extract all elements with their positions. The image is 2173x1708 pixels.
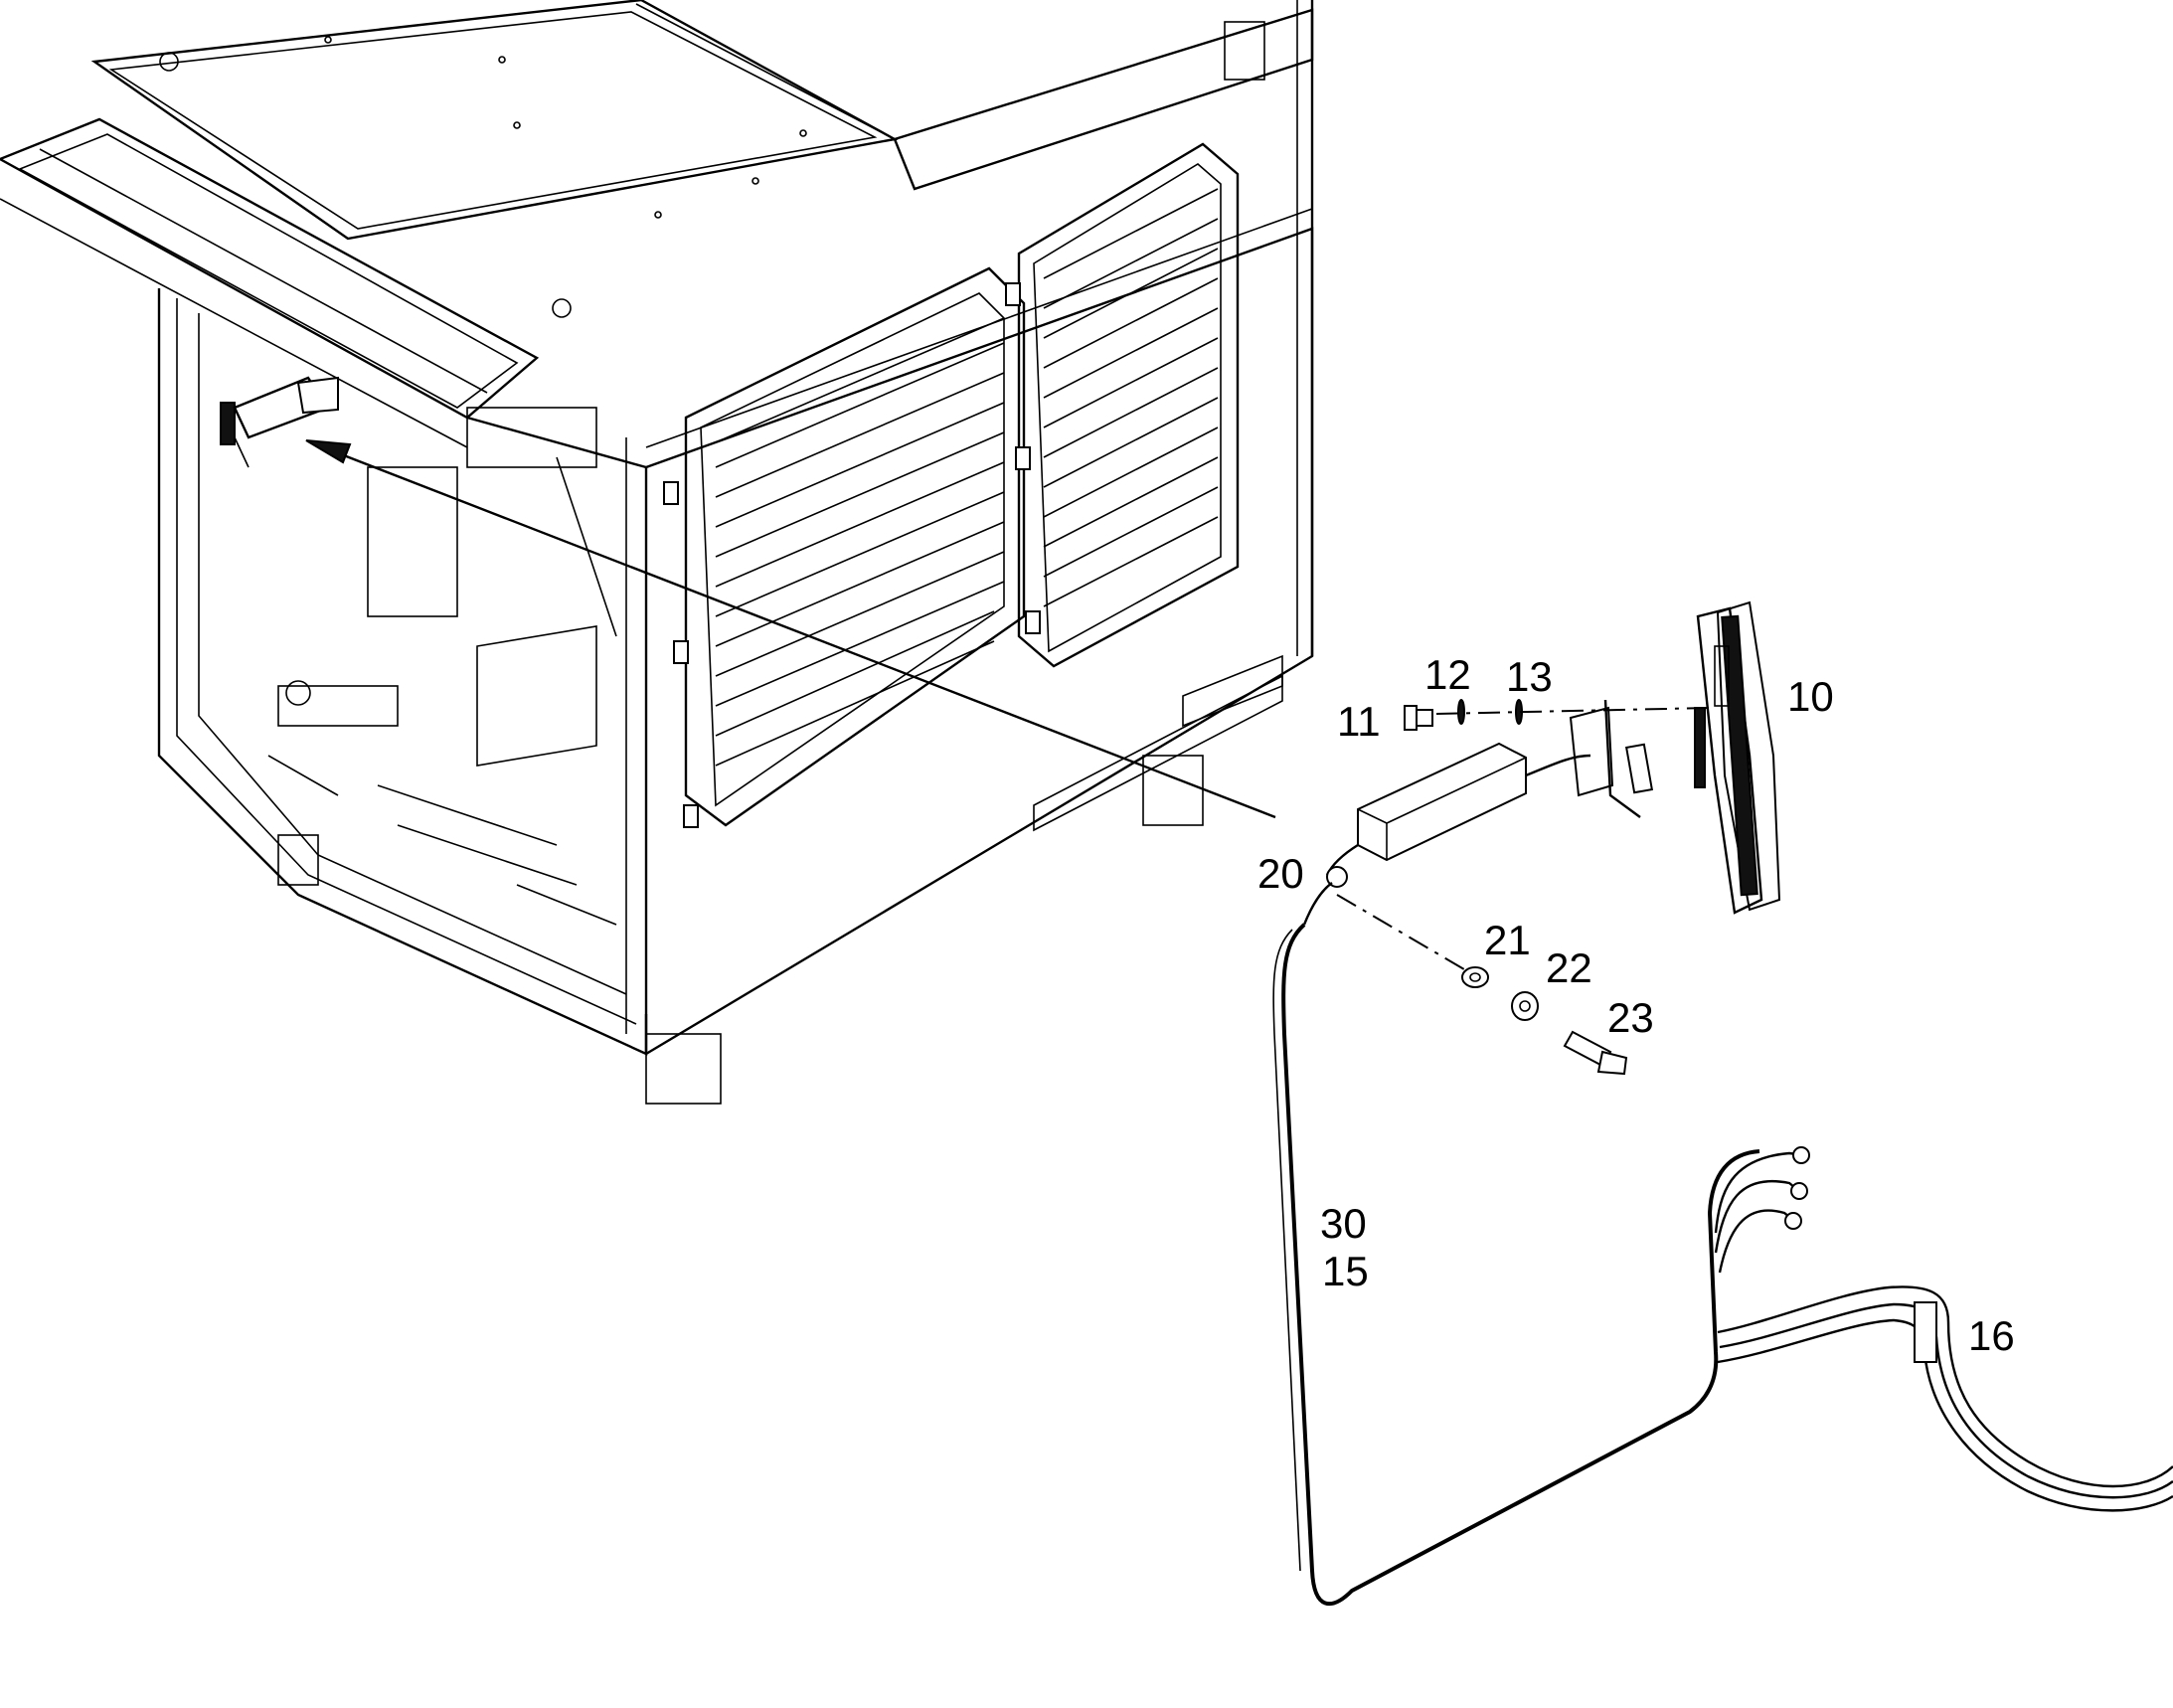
assembly-axis-bottom [1336, 894, 1482, 980]
callout-11: 11 [1337, 698, 1381, 745]
callout-30: 30 [1320, 1200, 1367, 1247]
location-arrow [305, 439, 1276, 819]
cable-harness [1272, 923, 2173, 1607]
callout-13: 13 [1506, 653, 1553, 700]
washer-21 [1461, 966, 1489, 988]
door-hinges [663, 282, 1041, 828]
washer-22 [1511, 991, 1539, 1021]
assembly-axis-top [1435, 707, 1711, 715]
callout-15: 15 [1322, 1248, 1369, 1294]
display-unit [1694, 600, 1781, 915]
cab-enclosure [0, 0, 1314, 1105]
cab-interior [267, 407, 617, 926]
mounting-bracket [1569, 699, 1654, 818]
bolt-23 [1563, 1030, 1628, 1076]
callout-16: 16 [1968, 1312, 2015, 1359]
washer-12 [1457, 699, 1465, 725]
roof-grille [0, 117, 540, 448]
cab-feet [277, 755, 1204, 1105]
interior-bracket [220, 376, 339, 468]
callout-10: 10 [1787, 673, 1834, 720]
roof-bolts [159, 36, 807, 318]
callout-23: 23 [1607, 994, 1654, 1041]
callout-21: 21 [1484, 917, 1531, 963]
callout-22: 22 [1546, 944, 1592, 991]
louvered-door-left [684, 266, 1026, 827]
callout-20: 20 [1257, 850, 1304, 897]
screw-11 [1404, 705, 1433, 731]
louvered-door-right [1017, 142, 1240, 668]
callout-12: 12 [1424, 651, 1471, 698]
power-supply-box [1302, 742, 1591, 926]
